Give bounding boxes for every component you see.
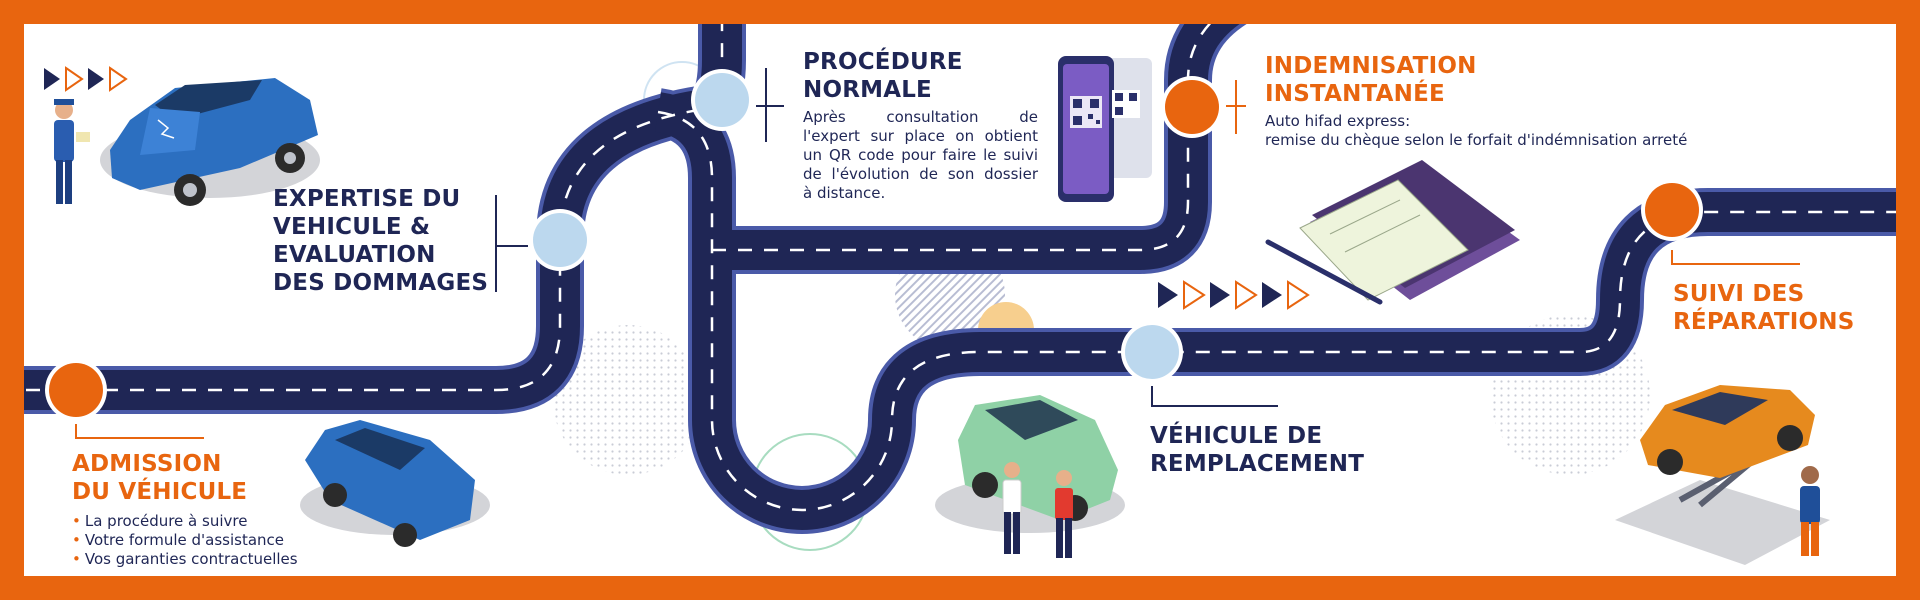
admission-bullet: La procédure à suivre [72, 512, 298, 531]
small-car-illustration [300, 420, 490, 547]
chevron-right-icon [1210, 282, 1230, 308]
admission-bullet-list: La procédure à suivre Votre formule d'as… [72, 512, 298, 569]
indemnisation-title: INDEMNISATION INSTANTANÉE [1265, 52, 1687, 108]
step-remplacement: VÉHICULE DE REMPLACEMENT [1150, 422, 1364, 478]
connector-remplacement [1151, 386, 1278, 407]
node-expertise [533, 213, 587, 267]
expertise-title-line: EXPERTISE DU [273, 186, 461, 212]
dotted-circle-deco [553, 325, 703, 475]
procedure-text-line: Après consultation de [803, 108, 1038, 126]
procedure-title-line: NORMALE [803, 77, 932, 103]
procedure-text-line: l'expert sur place on obtient [803, 127, 1038, 145]
remplacement-title: VÉHICULE DE REMPLACEMENT [1150, 422, 1364, 478]
arrow-chevrons-middle [1158, 280, 1310, 310]
suivi-title-line: SUIVI DES [1673, 281, 1805, 307]
step-indemnisation: INDEMNISATION INSTANTANÉE Auto hifad exp… [1265, 52, 1687, 150]
chevron-right-icon [88, 68, 104, 90]
node-admission [49, 363, 103, 417]
procedure-text-line: à distance. [803, 184, 886, 202]
chevron-right-icon [44, 68, 60, 90]
chevron-right-icon [65, 66, 84, 92]
step-procedure: PROCÉDURE NORMALE Après consultation de … [803, 48, 1038, 203]
expertise-title-line: VEHICULE & [273, 214, 431, 240]
step-nodes [45, 69, 1703, 421]
arrow-chevrons-top-left [44, 66, 128, 92]
admission-title: ADMISSION DU VÉHICULE [72, 450, 298, 506]
step-expertise: EXPERTISE DU VEHICULE & EVALUATION DES D… [273, 185, 488, 297]
chevron-right-icon [109, 66, 128, 92]
chevron-right-icon [1235, 280, 1258, 310]
suivi-title: SUIVI DES RÉPARATIONS [1673, 280, 1855, 336]
remplacement-title-line: REMPLACEMENT [1150, 451, 1365, 477]
green-suv-illustration [935, 395, 1125, 533]
indemnisation-title-line: INDEMNISATION [1265, 53, 1477, 79]
half-circle-deco [978, 302, 1034, 330]
step-suivi: SUIVI DES RÉPARATIONS [1673, 280, 1855, 336]
chevron-right-icon [1262, 282, 1282, 308]
label-connectors [75, 68, 1800, 439]
procedure-text-line: un QR code pour faire le suivi [803, 146, 1038, 164]
indemnisation-text-line: Auto hifad express: [1265, 112, 1411, 130]
indemnisation-text-line: remise du chèque selon le forfait d'indé… [1265, 131, 1688, 149]
expertise-title-line: DES DOMMAGES [273, 270, 489, 296]
indemnisation-title-line: INSTANTANÉE [1265, 81, 1445, 107]
admission-title-line: DU VÉHICULE [72, 479, 248, 505]
step-admission: ADMISSION DU VÉHICULE La procédure à sui… [72, 450, 298, 569]
expertise-title: EXPERTISE DU VEHICULE & EVALUATION DES D… [273, 185, 488, 297]
admission-bullet: Vos garanties contractuelles [72, 550, 298, 569]
cheque-book-illustration [1265, 160, 1520, 305]
connector-admission [75, 424, 204, 439]
admission-bullet: Votre formule d'assistance [72, 531, 298, 550]
two-people-illustration [1002, 462, 1073, 558]
chevron-right-icon [1183, 280, 1206, 310]
chevron-right-icon [1158, 282, 1178, 308]
procedure-text-line: de l'évolution de son dossier [803, 165, 1038, 183]
indemnisation-description: Auto hifad express: remise du chèque sel… [1265, 112, 1687, 150]
node-remplacement [1125, 325, 1179, 379]
damaged-car-illustration [100, 78, 320, 206]
police-officer-illustration [54, 99, 90, 204]
node-procedure [695, 73, 749, 127]
car-on-lift-illustration [1615, 385, 1830, 565]
node-indemnisation [1165, 80, 1219, 134]
phone-qr-illustration [1058, 56, 1152, 202]
procedure-description: Après consultation de l'expert sur place… [803, 108, 1038, 203]
mechanic-illustration [1800, 466, 1820, 556]
node-suivi [1645, 183, 1699, 237]
expertise-title-line: EVALUATION [273, 242, 436, 268]
chevron-right-icon [1287, 280, 1310, 310]
remplacement-title-line: VÉHICULE DE [1150, 423, 1323, 449]
connector-suivi [1671, 250, 1800, 265]
suivi-title-line: RÉPARATIONS [1673, 309, 1855, 335]
procedure-title-line: PROCÉDURE [803, 49, 963, 75]
procedure-title: PROCÉDURE NORMALE [803, 48, 1038, 104]
admission-title-line: ADMISSION [72, 451, 222, 477]
